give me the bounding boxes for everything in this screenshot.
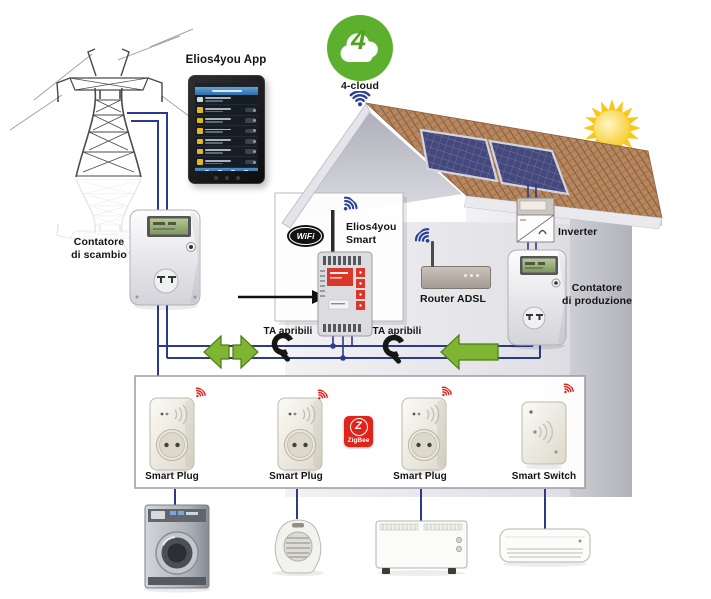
tablet-app-row bbox=[195, 115, 258, 127]
solar-panels-icon bbox=[419, 128, 570, 196]
row-icon bbox=[197, 138, 203, 144]
plug2-signal-icon bbox=[312, 387, 331, 405]
exchange-meter-label-line2: di scambio bbox=[71, 249, 127, 261]
row-button bbox=[245, 128, 256, 134]
row-icon bbox=[197, 107, 203, 113]
row-icon bbox=[197, 159, 203, 165]
elios4you-smart-device bbox=[317, 210, 373, 337]
ta-left-label: TA apribili bbox=[263, 326, 313, 337]
row-button bbox=[245, 118, 256, 123]
row-button bbox=[245, 107, 256, 113]
plug3-signal-icon bbox=[436, 384, 455, 402]
tablet-statusbar bbox=[195, 83, 258, 87]
row-button bbox=[245, 149, 256, 154]
green-arrow-production-icon bbox=[440, 333, 499, 371]
cloud-shape-icon bbox=[340, 33, 378, 62]
tablet-app-row bbox=[195, 136, 258, 147]
app-label: Elios4you App bbox=[185, 54, 267, 66]
ta-right-label: TA apribili bbox=[372, 326, 422, 337]
row-icon bbox=[197, 96, 203, 103]
green-arrow-right-icon bbox=[232, 334, 259, 370]
production-meter-label-line1: Contatore bbox=[571, 282, 623, 294]
roof-fascia bbox=[463, 195, 663, 230]
zigbee-glyph: Z bbox=[349, 418, 368, 436]
tablet-toolbar bbox=[195, 167, 258, 171]
tablet-screen bbox=[195, 83, 258, 171]
smart-plug-3-device bbox=[401, 397, 447, 476]
row-text bbox=[204, 117, 245, 124]
row-icon bbox=[197, 117, 203, 124]
production-meter-device bbox=[507, 249, 567, 350]
power-tower-icon bbox=[9, 28, 198, 257]
row-text bbox=[204, 107, 245, 114]
cloud-badge-glyph: 4 bbox=[351, 25, 367, 55]
cloud-wifi-icon bbox=[347, 91, 373, 109]
energy-flow-arrows bbox=[203, 333, 499, 371]
production-meter-label-line2: di produzione bbox=[561, 295, 633, 307]
tablet-app-row bbox=[195, 126, 258, 137]
cloud-label: 4-cloud bbox=[340, 80, 380, 92]
router-device bbox=[421, 266, 491, 289]
plug1-signal-icon bbox=[190, 385, 209, 403]
wire-junction bbox=[330, 343, 336, 349]
wifi-logo-icon: WiFi bbox=[287, 225, 324, 247]
tablet-row-list bbox=[195, 95, 258, 168]
switch-signal-icon bbox=[558, 381, 577, 399]
smart-plug-1-device bbox=[149, 397, 195, 476]
row-text bbox=[204, 148, 245, 155]
green-arrow-left-icon bbox=[203, 334, 230, 370]
smart-plug-2-device bbox=[277, 397, 323, 476]
wifi-logo-text: WiFi bbox=[296, 231, 315, 241]
fan-heater-icon bbox=[272, 519, 324, 576]
inverter-device bbox=[516, 197, 555, 243]
smart-switch-label: Smart Switch bbox=[511, 471, 577, 482]
exchange-meter-device bbox=[129, 209, 201, 310]
tablet-header bbox=[195, 87, 258, 95]
inverter-label: Inverter bbox=[558, 226, 598, 238]
row-button bbox=[245, 159, 256, 165]
tablet-app-row bbox=[195, 105, 258, 116]
row-text bbox=[204, 128, 245, 135]
wire-junction bbox=[340, 355, 346, 361]
tablet-device bbox=[188, 75, 265, 184]
row-icon bbox=[197, 148, 203, 155]
washing-machine-icon bbox=[143, 504, 211, 593]
zigbee-label: ZigBee bbox=[347, 437, 370, 444]
smart-unit-wifi-icon bbox=[335, 193, 362, 219]
antenna bbox=[331, 210, 335, 256]
tablet-nav-buttons bbox=[189, 176, 264, 180]
router-wifi-icon bbox=[411, 224, 439, 252]
smart-plug-3-label: Smart Plug bbox=[393, 471, 447, 482]
smart-unit-label-line1: Elios4you bbox=[346, 221, 397, 233]
gable-roof-edge bbox=[281, 103, 371, 229]
smart-plug-2-label: Smart Plug bbox=[269, 471, 323, 482]
router-label: Router ADSL bbox=[419, 293, 487, 305]
smart-plug-1-label: Smart Plug bbox=[145, 471, 199, 482]
air-conditioner-icon bbox=[499, 528, 591, 567]
4-cloud-icon: 4 bbox=[327, 15, 393, 81]
router-antenna bbox=[431, 241, 434, 267]
row-text bbox=[204, 159, 245, 166]
tablet-app-row bbox=[195, 95, 258, 106]
smart-unit-label-line2: Smart bbox=[346, 234, 377, 246]
row-text bbox=[204, 138, 245, 145]
row-icon bbox=[197, 128, 203, 134]
smart-switch-device bbox=[521, 401, 567, 470]
tablet-app-row bbox=[195, 157, 258, 168]
tablet-app-row bbox=[195, 146, 258, 158]
exchange-meter-label-line1: Contatore bbox=[73, 236, 125, 248]
router-leds bbox=[464, 274, 479, 277]
row-text bbox=[204, 96, 257, 103]
zigbee-logo-icon: Z ZigBee bbox=[344, 416, 373, 447]
convector-heater-icon bbox=[375, 520, 468, 576]
row-button bbox=[245, 139, 256, 144]
